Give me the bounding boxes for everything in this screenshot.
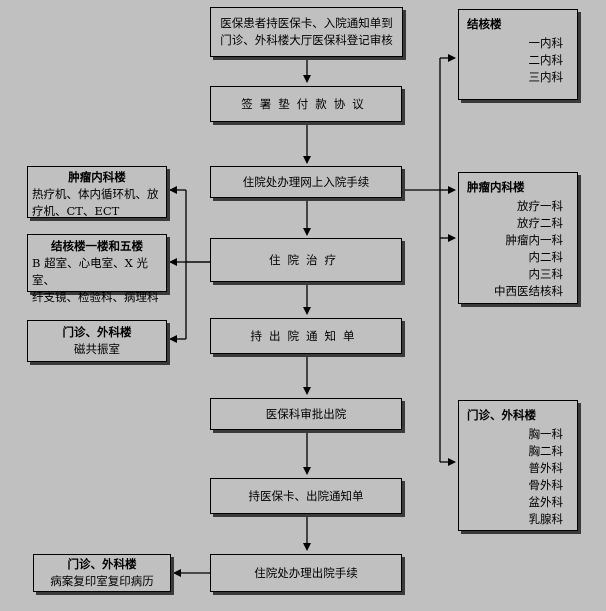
oncology-equipment-line: 热疗机、体内循环机、放 — [32, 187, 159, 201]
oncology-building-dept: 放疗一科 — [517, 199, 563, 213]
oncology-building-box: 肿瘤内科楼 放疗一科 放疗二科 肿瘤内一科 内二科 内三科 中西医结核科 — [458, 172, 578, 304]
tb-building-box: 结核楼 一内科 二内科 三内科 — [458, 9, 578, 100]
step-sign-agreement-text: 签署垫付款协议 — [241, 96, 371, 111]
oncology-building-dept: 内二科 — [528, 250, 564, 264]
step-register: 医保患者持医保卡、入院通知单到门诊、外科楼大厅医保科登记审核 — [210, 7, 403, 57]
step-admission: 住院处办理网上入院手续 — [210, 166, 402, 198]
step-approval: 医保科审批出院 — [210, 398, 402, 430]
mri-line: 磁共振室 — [74, 342, 120, 356]
tb-exams-box: 结核楼一楼和五楼 B 超室、心电室、X 光室、 纤支镜、检验科、病理科 — [27, 234, 167, 304]
records-box: 门诊、外科楼 病案复印室复印病历 — [33, 554, 171, 592]
tb-exams-line: B 超室、心电室、X 光室、 — [32, 256, 148, 287]
tb-exams-line: 纤支镜、检验科、病理科 — [32, 290, 159, 304]
records-line: 病案复印室复印病历 — [50, 574, 154, 588]
surgery-building-box: 门诊、外科楼 胸一科 胸二科 普外科 骨外科 盆外科 乳腺科 — [458, 400, 578, 531]
tb-building-dept: 二内科 — [528, 53, 564, 67]
oncology-building-dept: 内三科 — [528, 267, 564, 281]
surgery-building-dept: 乳腺科 — [528, 512, 564, 526]
step-admission-text: 住院处办理网上入院手续 — [242, 174, 370, 189]
step-treatment-text: 住院治疗 — [269, 252, 343, 267]
step-discharge-notice-text: 持出院通知单 — [250, 328, 362, 343]
oncology-equipment-line: 疗机、CT、ECT — [32, 204, 120, 218]
step-discharge-notice: 持出院通知单 — [210, 318, 402, 354]
surgery-building-dept: 胸二科 — [528, 444, 564, 458]
oncology-building-dept: 放疗二科 — [517, 216, 563, 230]
surgery-building-dept: 胸一科 — [528, 427, 564, 441]
step-bring-card: 持医保卡、出院通知单 — [210, 478, 402, 514]
oncology-equipment-box: 肿瘤内科楼 热疗机、体内循环机、放 疗机、CT、ECT — [27, 166, 167, 218]
oncology-building-dept: 肿瘤内一科 — [505, 233, 564, 247]
step-sign-agreement: 签署垫付款协议 — [210, 86, 402, 122]
surgery-building-dept: 骨外科 — [528, 478, 564, 492]
oncology-building-dept: 中西医结核科 — [494, 284, 563, 298]
surgery-building-title: 门诊、外科楼 — [467, 408, 536, 422]
tb-building-title: 结核楼 — [467, 17, 502, 31]
step-discharge-procedure: 住院处办理出院手续 — [210, 554, 402, 592]
records-title: 门诊、外科楼 — [67, 557, 137, 571]
step-discharge-procedure-text: 住院处办理出院手续 — [254, 565, 358, 580]
mri-title: 门诊、外科楼 — [62, 325, 132, 339]
surgery-building-dept: 盆外科 — [528, 495, 564, 509]
tb-exams-title: 结核楼一楼和五楼 — [51, 239, 143, 253]
mri-box: 门诊、外科楼 磁共振室 — [27, 320, 167, 362]
step-approval-text: 医保科审批出院 — [265, 406, 347, 421]
step-bring-card-text: 持医保卡、出院通知单 — [248, 488, 364, 503]
step-treatment: 住院治疗 — [210, 238, 402, 282]
tb-building-dept: 一内科 — [528, 36, 564, 50]
step-register-text: 医保患者持医保卡、入院通知单到门诊、外科楼大厅医保科登记审核 — [220, 16, 393, 47]
oncology-equipment-title: 肿瘤内科楼 — [68, 170, 126, 184]
surgery-building-dept: 普外科 — [528, 461, 564, 475]
oncology-building-title: 肿瘤内科楼 — [467, 180, 525, 194]
tb-building-dept: 三内科 — [528, 70, 564, 84]
